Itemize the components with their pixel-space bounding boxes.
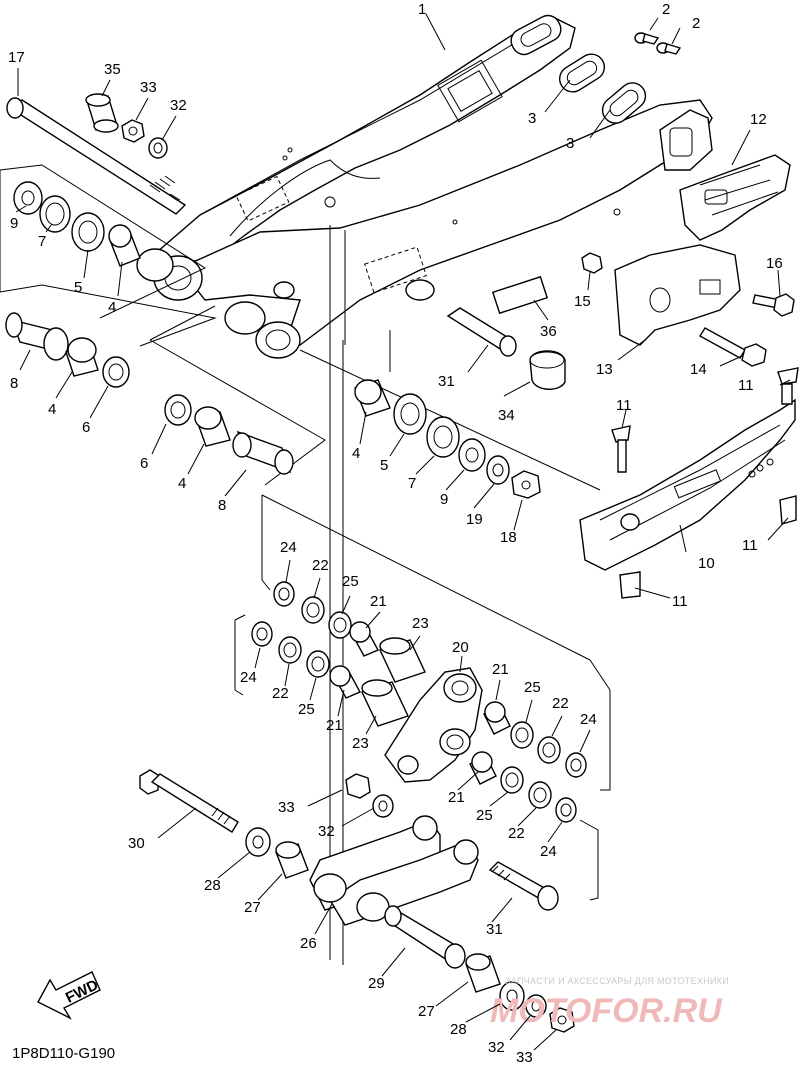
callout-32: 32: [170, 97, 187, 114]
callout-9: 9: [440, 491, 448, 508]
callout-25: 25: [524, 679, 541, 696]
callout-4: 4: [108, 299, 116, 316]
callout-16: 16: [766, 255, 783, 272]
callout-13: 13: [596, 361, 613, 378]
callout-21: 21: [448, 789, 465, 806]
callout-11: 11: [742, 537, 758, 554]
callout-32: 32: [488, 1039, 505, 1056]
callout-3: 3: [528, 110, 536, 127]
callout-4: 4: [352, 445, 360, 462]
callout-5: 5: [74, 279, 82, 296]
fwd-arrow-icon: FWD: [37, 971, 101, 1020]
callout-22: 22: [508, 825, 525, 842]
callout-32: 32: [318, 823, 335, 840]
callout-4: 4: [48, 401, 56, 418]
callout-24: 24: [540, 843, 557, 860]
watermark-brand: MOTOFOR.RU: [490, 992, 723, 1030]
callout-19: 19: [466, 511, 483, 528]
watermark: ЗАПЧАСТИ И АКСЕССУАРЫ ДЛЯ МОТОТЕХНИКИ MO…: [490, 976, 729, 1030]
callout-24: 24: [280, 539, 297, 556]
callout-22: 22: [312, 557, 329, 574]
right-pivot-stack: [299, 275, 601, 499]
linkage-parts: [139, 330, 611, 1033]
callout-17: 17: [8, 49, 25, 66]
callout-35: 35: [104, 61, 121, 78]
callout-23: 23: [352, 735, 369, 752]
callout-8: 8: [10, 375, 18, 392]
callout-7: 7: [38, 233, 46, 250]
callout-33: 33: [516, 1049, 533, 1066]
callout-34: 34: [498, 407, 515, 424]
callout-28: 28: [204, 877, 221, 894]
callout-1: 1: [418, 1, 426, 18]
callout-9: 9: [10, 215, 18, 232]
chain-guide-parts: [579, 32, 799, 599]
callout-8: 8: [218, 497, 226, 514]
callout-20: 20: [452, 639, 469, 656]
callout-6: 6: [140, 455, 148, 472]
callout-labels: 1 2 2 3 3 4 4 4 4 5 5 6 6 7 7 8 8 9 9 10…: [8, 1, 783, 1066]
callout-24: 24: [580, 711, 597, 728]
callout-22: 22: [272, 685, 289, 702]
pivot-parts: [0, 93, 326, 486]
callout-25: 25: [298, 701, 315, 718]
callout-33: 33: [278, 799, 295, 816]
callout-14: 14: [690, 361, 707, 378]
callout-31: 31: [438, 373, 455, 390]
callout-5: 5: [380, 457, 388, 474]
callout-4: 4: [178, 475, 186, 492]
leader-lines: [15, 13, 791, 1051]
callout-27: 27: [418, 1003, 435, 1020]
callout-30: 30: [128, 835, 145, 852]
callout-21: 21: [326, 717, 343, 734]
callout-25: 25: [476, 807, 493, 824]
callout-21: 21: [492, 661, 509, 678]
callout-11: 11: [738, 377, 754, 394]
callout-2: 2: [692, 15, 700, 32]
callout-36: 36: [540, 323, 557, 340]
callout-3: 3: [566, 135, 574, 152]
watermark-line1: ЗАПЧАСТИ И АКСЕССУАРЫ ДЛЯ МОТОТЕХНИКИ: [505, 976, 729, 986]
callout-2: 2: [662, 1, 670, 18]
callout-33: 33: [140, 79, 157, 96]
callout-21: 21: [370, 593, 387, 610]
callout-26: 26: [300, 935, 317, 952]
callout-11: 11: [616, 397, 632, 414]
callout-29: 29: [368, 975, 385, 992]
callout-24: 24: [240, 669, 257, 686]
callout-12: 12: [750, 111, 767, 128]
callout-28: 28: [450, 1021, 467, 1038]
callout-7: 7: [408, 475, 416, 492]
callout-6: 6: [82, 419, 90, 436]
callout-11: 11: [672, 593, 688, 610]
callout-15: 15: [574, 293, 591, 310]
callout-10: 10: [698, 555, 715, 572]
diagram-code: 1P8D110-G190: [12, 1045, 115, 1062]
callout-25: 25: [342, 573, 359, 590]
callout-23: 23: [412, 615, 429, 632]
callout-18: 18: [500, 529, 517, 546]
callout-31: 31: [486, 921, 503, 938]
callout-27: 27: [244, 899, 261, 916]
callout-22: 22: [552, 695, 569, 712]
swingarm-drawing: [136, 14, 713, 359]
